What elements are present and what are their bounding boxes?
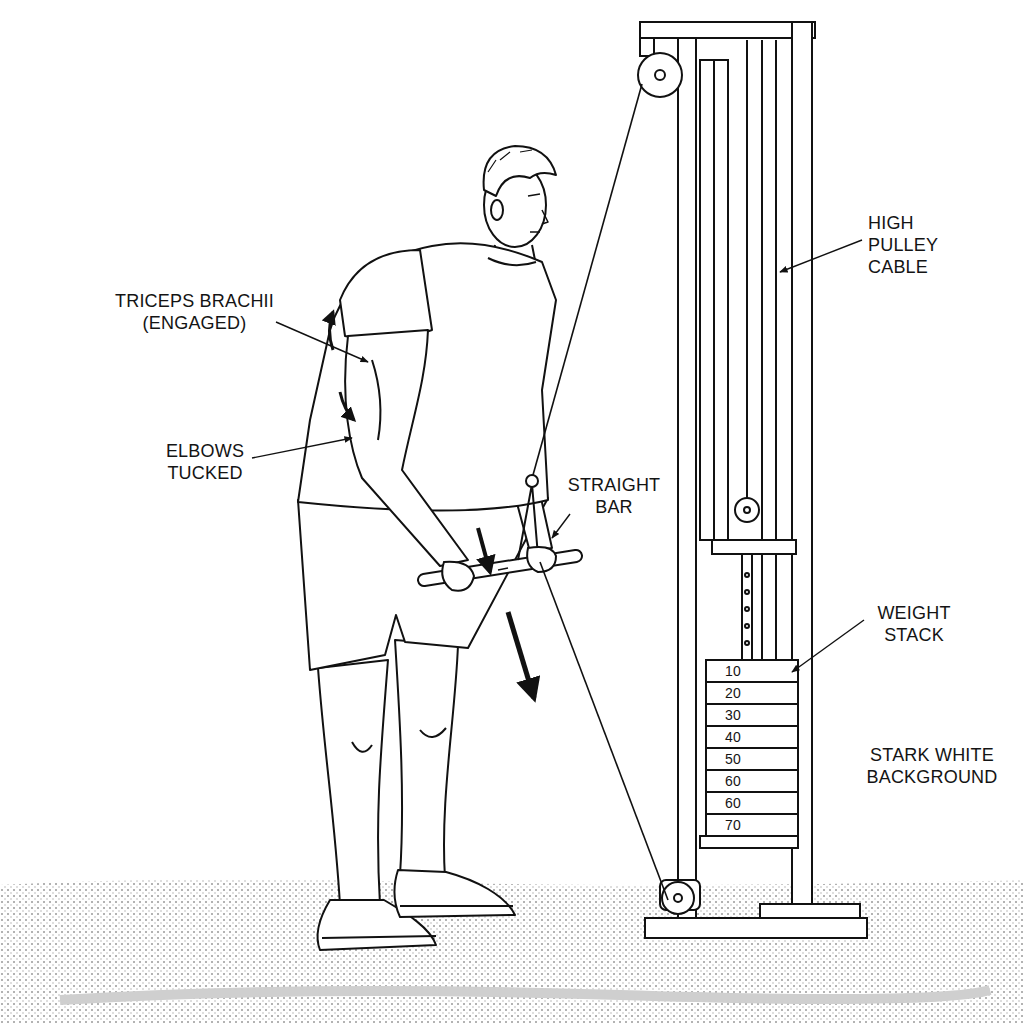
motion-arrow [330, 312, 334, 350]
motion-arrows [330, 312, 535, 698]
plate-number: 60 [716, 773, 750, 789]
base-frame [645, 918, 867, 938]
pulley-axle [655, 70, 665, 80]
carriage-plate [712, 540, 796, 554]
plate-line [706, 703, 798, 705]
muscle-line [372, 360, 380, 440]
hair-strand [488, 150, 532, 172]
guide-rod [775, 40, 777, 660]
cable-clip [526, 475, 538, 487]
motion-arrow [478, 528, 490, 572]
plate-line [706, 813, 798, 815]
rod-hole [745, 641, 749, 645]
cable-machine [638, 22, 867, 938]
leader-line [552, 514, 570, 538]
attachment [424, 84, 668, 900]
plate-number: 40 [716, 729, 750, 745]
knee-line [352, 742, 372, 752]
plate-number: 30 [716, 707, 750, 723]
note-label: STARK WHITE BACKGROUND [862, 744, 1002, 788]
base-foot [760, 904, 860, 918]
top-pulley [638, 53, 682, 97]
inner-cable [746, 40, 748, 498]
floor-shade [60, 990, 990, 1000]
sleeve [340, 250, 432, 340]
plate-number: 50 [716, 751, 750, 767]
guide-rod [761, 40, 763, 660]
rod-hole [745, 590, 749, 594]
pulley-axle [744, 507, 750, 513]
rod-hole [745, 573, 749, 577]
motion-arrow [340, 392, 354, 420]
plate-number: 10 [716, 663, 750, 679]
plate-line [706, 725, 798, 727]
sole-line [400, 905, 513, 907]
stack-base [700, 836, 798, 848]
collar [488, 258, 536, 265]
motion-arrow [508, 612, 534, 698]
leader-line [252, 438, 352, 458]
back-leg [318, 660, 388, 905]
leader-line [276, 322, 368, 362]
selector-rod [742, 554, 752, 660]
knee-line [420, 728, 446, 737]
shirt [298, 243, 556, 510]
sole-line [322, 936, 436, 938]
athlete [298, 146, 556, 950]
plate-line [706, 747, 798, 749]
rod-hole [745, 624, 749, 628]
pulley-axle [674, 894, 682, 902]
part-label: STRAIGHT BAR [562, 474, 666, 518]
left-post [678, 38, 696, 918]
front-shoe [394, 870, 515, 917]
leader-line [792, 620, 864, 672]
near-arm [345, 330, 468, 566]
bar-knurl [498, 568, 508, 570]
form-label: ELBOWS TUCKED [160, 440, 250, 484]
inner-channel [700, 60, 728, 540]
hair [484, 146, 556, 196]
plate-number: 20 [716, 685, 750, 701]
top-crossbar [640, 22, 815, 38]
plate-line [706, 681, 798, 683]
part-label: HIGH PULLEY CABLE [868, 212, 952, 278]
channel-line [713, 60, 715, 540]
leader-lines [252, 240, 864, 672]
front-leg [395, 640, 458, 878]
part-label: WEIGHT STACK [866, 602, 962, 646]
rod-hole [745, 607, 749, 611]
pulley-bracket [640, 38, 654, 56]
low-cable [540, 562, 668, 900]
floor [0, 879, 1024, 1024]
ear [491, 200, 503, 220]
muscle-label: TRICEPS BRACHII (ENGAGED) [112, 290, 277, 334]
face-features [528, 194, 548, 232]
high-cable [533, 84, 642, 475]
plate-number: 70 [716, 817, 750, 833]
weight-stack [706, 660, 798, 836]
plate-number: 60 [716, 795, 750, 811]
plate-line [706, 769, 798, 771]
carriage-pulley [735, 498, 759, 522]
plate-line [706, 791, 798, 793]
near-hand [442, 562, 474, 591]
leader-line [780, 240, 862, 272]
